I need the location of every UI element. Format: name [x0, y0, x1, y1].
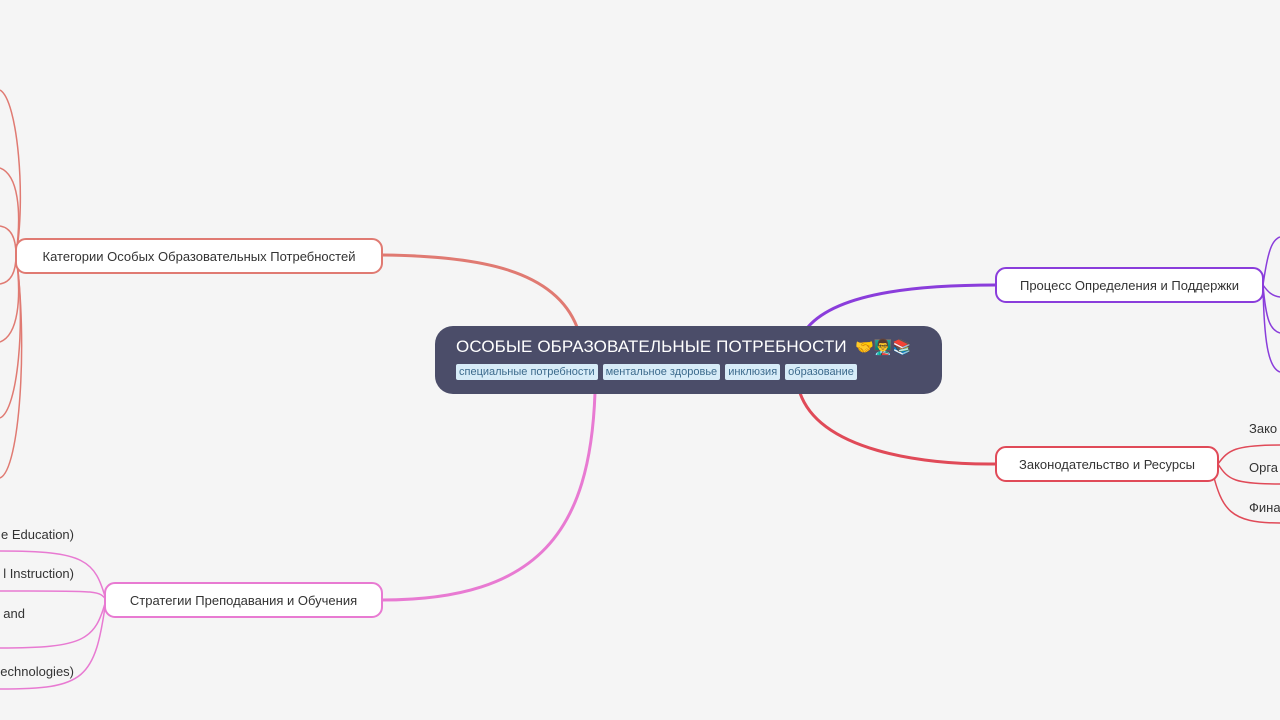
- branch-teaching-label: Стратегии Преподавания и Обучения: [129, 592, 358, 608]
- tag-mental-health[interactable]: ментальное здоровье: [602, 364, 721, 380]
- process-child-connectors: [1262, 236, 1280, 373]
- teaching-child-connectors: [0, 550, 107, 690]
- law-child-2[interactable]: Орга: [1249, 460, 1279, 475]
- central-topic-emoji: 🤝👨‍🏫📚: [855, 339, 912, 356]
- branch-categories[interactable]: Категории Особых Образовательных Потребн…: [15, 238, 383, 274]
- tag-inclusion[interactable]: инклюзия: [725, 364, 781, 380]
- branch-process-label: Процесс Определения и Поддержки: [1019, 277, 1239, 293]
- connector-teaching: [381, 392, 597, 602]
- connector-process: [806, 283, 997, 328]
- tag-education[interactable]: образование: [785, 364, 857, 380]
- branch-law-label: Законодательство и Ресурсы: [1019, 456, 1195, 472]
- law-child-connectors: [1211, 444, 1280, 524]
- tag-list: специальные потребности ментальное здоро…: [456, 364, 921, 380]
- central-topic-title: ОСОБЫЕ ОБРАЗОВАТЕЛЬНЫЕ ПОТРЕБНОСТИ: [456, 337, 847, 356]
- teaching-child-2[interactable]: l Instruction): [3, 566, 74, 581]
- branch-teaching[interactable]: Стратегии Преподавания и Обучения: [104, 582, 383, 618]
- teaching-child-3[interactable]: and: [3, 606, 25, 621]
- law-child-1[interactable]: Зако: [1249, 421, 1278, 436]
- law-child-3[interactable]: Фина: [1249, 500, 1280, 515]
- connector-law: [798, 392, 997, 466]
- categories-child-connectors: [0, 89, 23, 479]
- teaching-child-1[interactable]: e Education): [1, 527, 74, 542]
- branch-process[interactable]: Процесс Определения и Поддержки: [995, 267, 1264, 303]
- central-topic[interactable]: ОСОБЫЕ ОБРАЗОВАТЕЛЬНЫЕ ПОТРЕБНОСТИ 🤝👨‍🏫📚…: [435, 326, 942, 394]
- teaching-child-4[interactable]: echnologies): [0, 664, 74, 679]
- connector-categories: [381, 253, 579, 328]
- tag-special-needs[interactable]: специальные потребности: [456, 364, 598, 380]
- branch-categories-label: Категории Особых Образовательных Потребн…: [42, 248, 356, 264]
- branch-law[interactable]: Законодательство и Ресурсы: [995, 446, 1219, 482]
